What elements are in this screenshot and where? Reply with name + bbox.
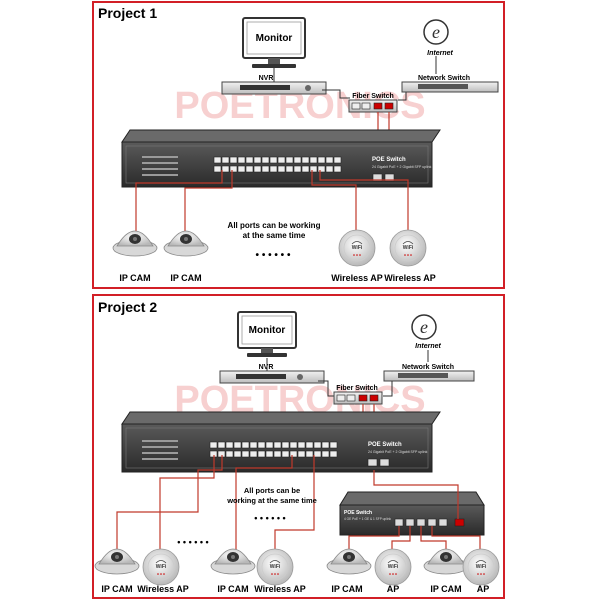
cable-network-fiber-2: [383, 381, 393, 397]
device-label: Wireless AP: [384, 273, 436, 283]
device-label: IP CAM: [101, 584, 132, 594]
cable-port-cam2: [184, 170, 233, 232]
nvr-2: NVR: [219, 364, 325, 384]
internet-label: Internet: [427, 50, 453, 57]
ellipsis-dots: • • • • • •: [254, 513, 285, 523]
fiber-switch-label: Fiber Switch: [352, 93, 394, 100]
ap-p2-4: [462, 548, 500, 586]
note-line-2: working at the same time: [226, 496, 317, 505]
device-label: Wireless AP: [331, 273, 383, 283]
network-switch-1: Network Switch: [401, 75, 499, 93]
note-line-1: All ports can be working: [228, 221, 321, 230]
poe-switch-1: POE Switch 24 Gigabit PoE + 2 Gigabit SF…: [121, 129, 441, 188]
internet-label: Internet: [415, 343, 441, 350]
cable-nvr-fiber-1: [322, 89, 350, 99]
cable-p2-ap1: [159, 455, 215, 553]
ap-p2-3: [374, 548, 412, 586]
cable-small-cam4: [420, 526, 447, 550]
cable-small-cam3: [348, 526, 400, 550]
monitor-label: Monitor: [256, 33, 293, 44]
device-label: IP CAM: [170, 273, 201, 283]
cable-p2-ap2: [274, 455, 315, 553]
device-label: IP CAM: [331, 584, 362, 594]
wireless-ap-1: [338, 229, 376, 267]
wireless-ap-p2-2: [256, 548, 294, 586]
poe-switch-sub: 24 Gigabit PoE + 2 Gigabit SFP uplink: [368, 450, 428, 454]
note-line-2: at the same time: [243, 231, 306, 240]
small-switch-sub: 4 GE PoE + 1 GE & 1 SFP uplink: [344, 517, 391, 521]
device-label: AP: [387, 584, 400, 594]
cable-uplink-small-switch: [373, 470, 459, 519]
internet-icon-1: e Internet: [423, 19, 454, 57]
cable-network-fiber-1: [398, 92, 407, 101]
poe-switch-label: POE Switch: [368, 442, 402, 448]
poe-switch-2: POE Switch 24 Gigabit PoE + 2 Gigabit SF…: [121, 411, 441, 473]
wireless-ap-p2-1: [142, 548, 180, 586]
monitor-2: Monitor: [237, 311, 297, 357]
nvr-label: NVR: [259, 75, 274, 82]
poe-switch-sub: 24 Gigabit PoE + 2 Gigabit SFP uplink: [372, 165, 432, 169]
device-label: IP CAM: [217, 584, 248, 594]
cable-small-ap3: [391, 526, 411, 553]
poe-switch-label: POE Switch: [372, 157, 406, 163]
device-label: Wireless AP: [137, 584, 189, 594]
svg-text:e: e: [432, 22, 440, 42]
note-line-1: All ports can be: [244, 486, 300, 495]
project1-title: Project 1: [98, 5, 157, 21]
device-label: IP CAM: [430, 584, 461, 594]
cable-p2-cam2: [235, 455, 293, 550]
wireless-ap-2: [389, 229, 427, 267]
monitor-label: Monitor: [249, 325, 286, 336]
project2-title: Project 2: [98, 299, 157, 315]
fiber-switch-1: Fiber Switch: [348, 93, 398, 113]
device-label: AP: [477, 584, 490, 594]
internet-icon-2: e Internet: [411, 314, 442, 350]
cable-small-ap4: [431, 526, 481, 553]
fiber-switch-2: Fiber Switch: [333, 385, 383, 405]
cable-p2-cam1: [116, 455, 223, 550]
svg-text:e: e: [420, 317, 428, 337]
nvr-label: NVR: [259, 364, 274, 371]
fiber-switch-label: Fiber Switch: [336, 385, 378, 392]
cable-port-cam1: [135, 170, 223, 232]
small-poe-switch: POE Switch 4 GE PoE + 1 GE & 1 SFP uplin…: [339, 491, 485, 536]
network-switch-label: Network Switch: [402, 364, 454, 371]
cable-nvr-fiber-2: [318, 380, 336, 397]
cable-port-ap1: [311, 170, 357, 230]
network-switch-2: Network Switch: [383, 364, 475, 382]
cable-port-ap2: [319, 170, 409, 230]
ellipsis-dots: • • • • • •: [256, 250, 291, 261]
device-label: Wireless AP: [254, 584, 306, 594]
device-label: IP CAM: [119, 273, 150, 283]
monitor-1: Monitor: [242, 17, 306, 68]
small-switch-label: POE Switch: [344, 510, 372, 516]
network-switch-label: Network Switch: [418, 75, 470, 82]
ellipsis-dots: • • • • • •: [177, 537, 208, 547]
